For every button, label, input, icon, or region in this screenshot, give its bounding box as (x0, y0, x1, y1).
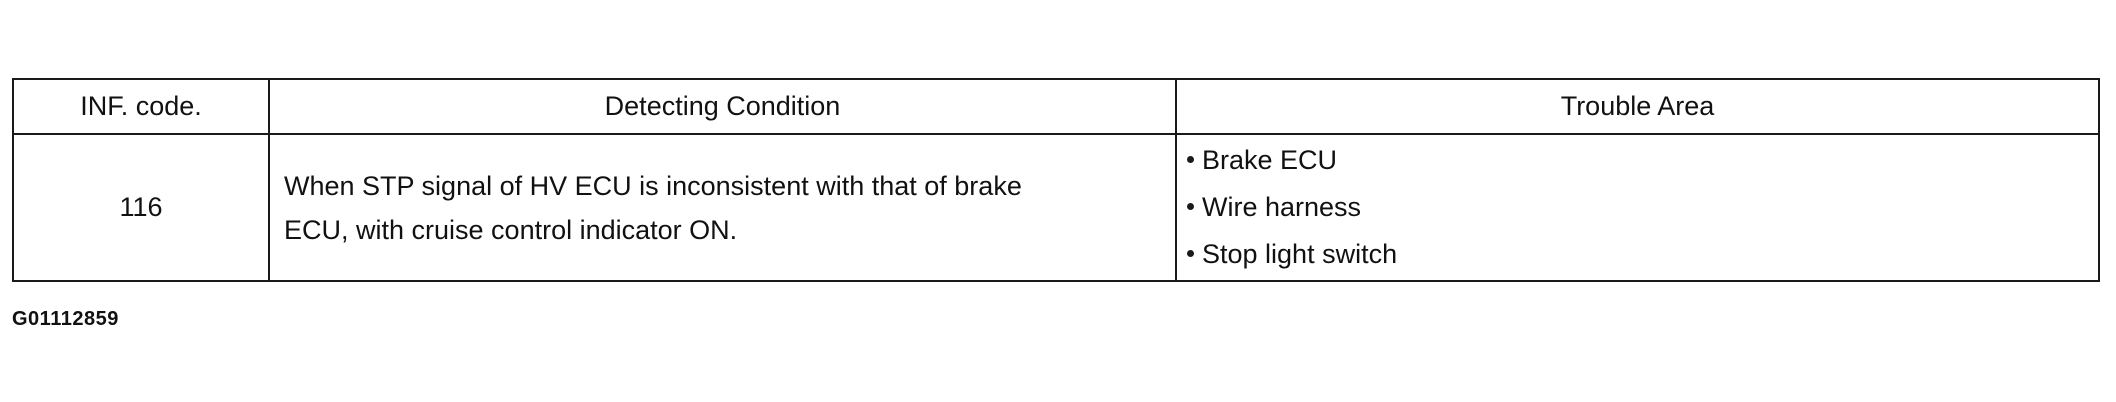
list-item: Wire harness (1187, 184, 2088, 231)
header-detecting-condition: Detecting Condition (268, 78, 1177, 135)
condition-line: ECU, with cruise control indicator ON. (284, 214, 738, 245)
list-item: Brake ECU (1187, 137, 2088, 184)
trouble-area-list: Brake ECU Wire harness Stop light switch (1187, 137, 2088, 278)
diagnostic-table: INF. code. Detecting Condition Trouble A… (12, 78, 2100, 282)
table-header: INF. code. Detecting Condition Trouble A… (12, 78, 2100, 135)
detecting-condition-cell: When STP signal of HV ECU is inconsisten… (268, 133, 1177, 282)
bullet-icon (1187, 250, 1194, 258)
table-body: 116 When STP signal of HV ECU is inconsi… (12, 133, 2100, 282)
trouble-area-label: Wire harness (1202, 192, 1362, 222)
table-row: 116 When STP signal of HV ECU is inconsi… (12, 133, 2100, 282)
header-trouble-area: Trouble Area (1175, 78, 2100, 135)
inf-code-cell: 116 (12, 133, 270, 282)
trouble-area-label: Stop light switch (1202, 239, 1398, 269)
figure-id: G01112859 (12, 308, 119, 330)
header-row: INF. code. Detecting Condition Trouble A… (12, 78, 2100, 135)
trouble-area-cell: Brake ECU Wire harness Stop light switch (1175, 133, 2100, 282)
trouble-area-label: Brake ECU (1202, 145, 1338, 175)
list-item: Stop light switch (1187, 231, 2088, 278)
bullet-icon (1187, 156, 1194, 164)
header-inf-code: INF. code. (12, 78, 270, 135)
bullet-icon (1187, 203, 1194, 211)
condition-line: When STP signal of HV ECU is inconsisten… (284, 170, 1022, 201)
